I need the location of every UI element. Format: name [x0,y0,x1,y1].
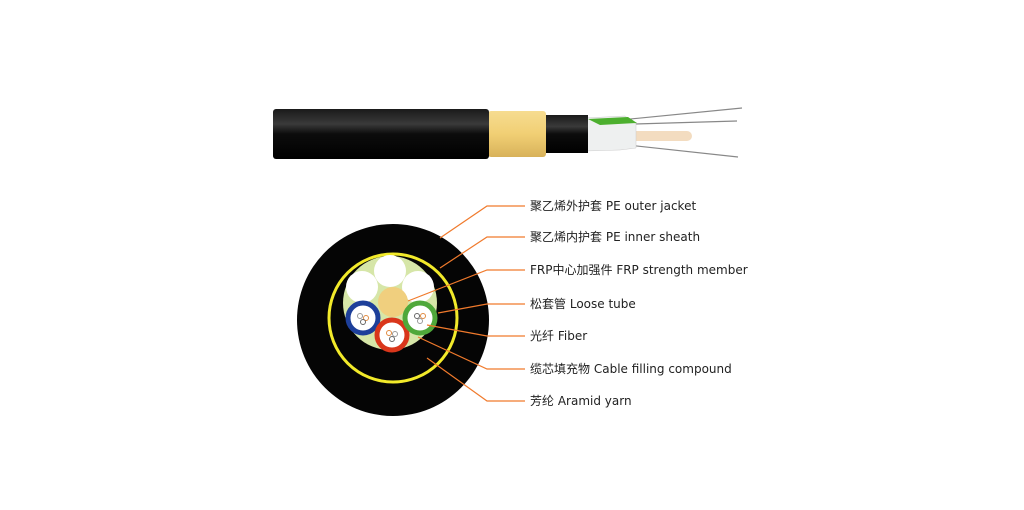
label-en: PE outer jacket [605,199,697,213]
label-en: PE inner sheath [605,230,701,244]
label-zh: 松套管 [530,297,567,311]
label-zh: 聚乙烯内护套 [530,230,603,244]
loose-tube-red [374,317,410,353]
white-filler [346,271,378,303]
label-zh: 聚乙烯外护套 [530,199,603,213]
aramid-yarn-side [488,111,546,157]
white-filler [402,271,434,303]
label-en: Fiber [557,329,588,343]
cable-side-view [273,107,743,159]
label-en: Aramid yarn [557,394,632,408]
white-filler [374,255,406,287]
leader-fiber [426,324,525,337]
leader-filling [417,336,525,370]
outer-jacket-side [273,109,489,159]
label-filling: 缆芯填充物 Cable filling compound [530,362,732,376]
label-aramid: 芳纶 Aramid yarn [530,394,632,408]
leader-aramid [426,357,525,402]
label-en: FRP strength member [616,263,748,277]
label-zh: 光纤 [530,329,555,343]
label-zh: FRP中心加强件 [530,263,613,277]
label-en: Loose tube [569,297,636,311]
label-zh: 缆芯填充物 [530,362,591,376]
leader-outer-jacket [439,205,525,239]
leader-frp [407,269,525,302]
fibers [357,313,426,342]
label-zh: 芳纶 [530,394,555,408]
label-en: Cable filling compound [593,362,732,376]
label-inner-sheath: 聚乙烯内护套 PE inner sheath [530,230,700,244]
label-loose-tube: 松套管 Loose tube [530,297,636,311]
leader-loose-tube [437,303,525,314]
green-tube-side [588,117,637,125]
frp-strength-member [378,287,408,317]
leader-inner-sheath [439,236,525,269]
label-fiber: 光纤 Fiber [530,329,587,343]
aramid-yarn-ring [327,252,459,384]
label-frp: FRP中心加强件 FRP strength member [530,263,748,277]
cable-cross-section [297,224,489,416]
inner-sheath-side [545,115,588,153]
label-outer-jacket: 聚乙烯外护套 PE outer jacket [530,199,696,213]
leader-lines [407,205,525,402]
